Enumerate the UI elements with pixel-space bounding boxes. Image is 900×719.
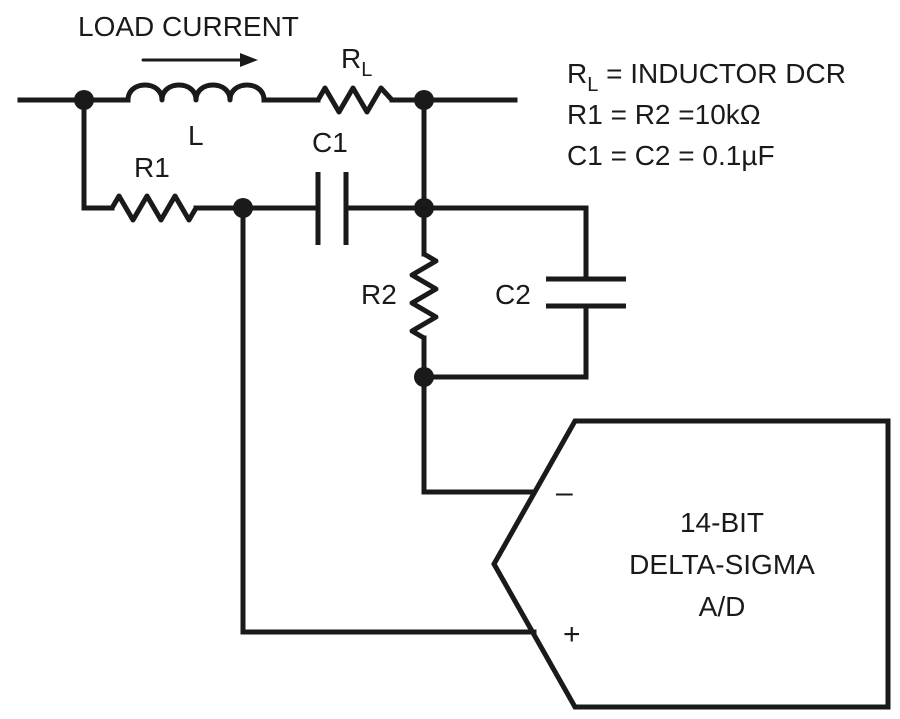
adc-title-line3: A/D xyxy=(699,591,746,622)
note-rl-main: R xyxy=(567,58,587,89)
rl-label-sub: L xyxy=(361,59,372,81)
inductor-label: L xyxy=(188,120,204,151)
note-rl-definition: RL = INDUCTOR DCR xyxy=(567,58,846,96)
adc-title-line2: DELTA-SIGMA xyxy=(629,549,815,580)
c2-label: C2 xyxy=(495,279,531,310)
adc-title-line1: 14-BIT xyxy=(680,507,764,538)
load-current-arrow-head xyxy=(240,53,258,67)
c1-label: C1 xyxy=(312,127,348,158)
junction-c1-r2 xyxy=(414,198,434,218)
rl-label-main: R xyxy=(341,43,361,74)
junction-output xyxy=(414,90,434,110)
adc-block xyxy=(491,418,891,710)
adc-minus-sign: – xyxy=(556,476,573,509)
adc-plus-sign: + xyxy=(563,618,581,651)
load-current-label: LOAD CURRENT xyxy=(78,11,299,42)
resistor-rl xyxy=(315,85,395,115)
inductor-l xyxy=(125,82,267,103)
note-r-values: R1 = R2 =10kΩ xyxy=(567,99,761,130)
resistor-r1 xyxy=(109,193,199,223)
note-rl-rest: = INDUCTOR DCR xyxy=(598,58,846,89)
rl-label: RL xyxy=(341,43,372,81)
r2-label: R2 xyxy=(361,279,397,310)
junction-r2-bottom xyxy=(414,367,434,387)
junction-r1-c1 xyxy=(233,198,253,218)
resistor-r2 xyxy=(409,251,439,341)
junction-input xyxy=(74,90,94,110)
r1-label: R1 xyxy=(134,152,170,183)
note-c-values: C1 = C2 = 0.1µF xyxy=(567,140,775,171)
note-rl-sub: L xyxy=(587,74,598,96)
